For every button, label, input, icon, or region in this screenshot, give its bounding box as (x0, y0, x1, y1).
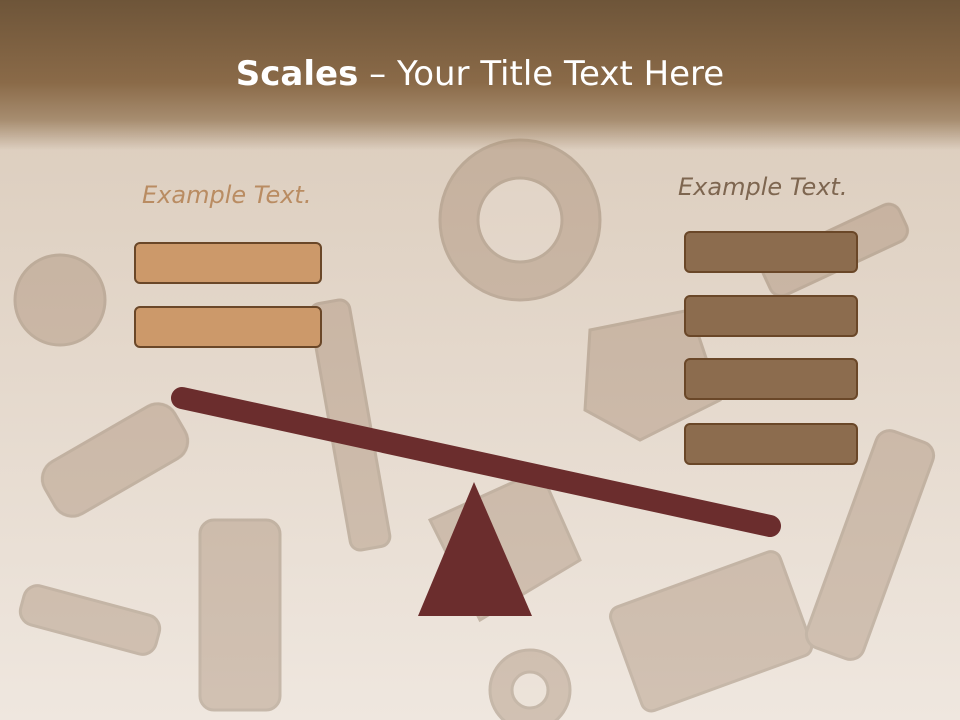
right-box-4 (684, 423, 858, 465)
right-box-3 (684, 358, 858, 400)
left-box-1 (134, 242, 322, 284)
slide-title: Scales – Your Title Text Here (0, 52, 960, 96)
left-label: Example Text. (142, 181, 312, 209)
right-label: Example Text. (678, 173, 848, 201)
right-box-2 (684, 295, 858, 337)
right-box-1 (684, 231, 858, 273)
header-band (0, 0, 960, 150)
left-box-2 (134, 306, 322, 348)
title-bold: Scales (235, 54, 359, 94)
title-rest: – Your Title Text Here (358, 54, 725, 94)
